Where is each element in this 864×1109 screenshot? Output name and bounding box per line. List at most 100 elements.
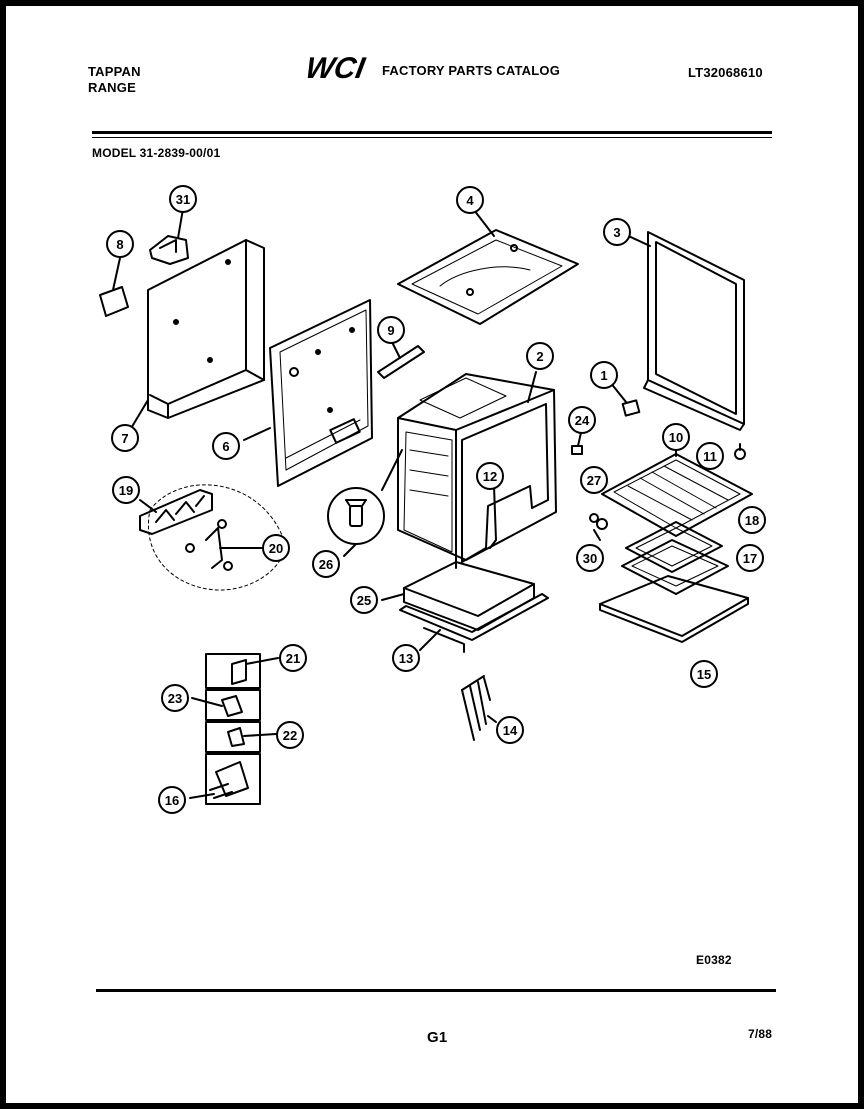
part-2-oven-body [397, 371, 557, 569]
part-13-rail [399, 593, 549, 653]
part-6-back-panel [243, 299, 373, 487]
callout-number: 31 [176, 192, 190, 207]
callout-31: 31 [169, 185, 197, 213]
part-26-detail [327, 449, 403, 557]
callout-circle [106, 230, 134, 258]
part-19-20-detail [139, 484, 286, 591]
callout-12: 12 [476, 462, 504, 490]
callout-7: 7 [111, 424, 139, 452]
callout-number: 20 [269, 541, 283, 556]
callout-number: 1 [600, 368, 607, 383]
callout-number: 2 [536, 349, 543, 364]
header-rule-thin [92, 137, 772, 138]
part-1-clip [609, 381, 641, 417]
callout-circle [526, 342, 554, 370]
callout-number: 26 [319, 557, 333, 572]
callout-25: 25 [350, 586, 378, 614]
callout-number: 7 [121, 431, 128, 446]
catalog-title: FACTORY PARTS CATALOG [382, 63, 561, 78]
callout-4: 4 [456, 186, 484, 214]
callout-8: 8 [106, 230, 134, 258]
callout-number: 6 [222, 439, 229, 454]
callout-20: 20 [262, 534, 290, 562]
callout-circle [580, 466, 608, 494]
catalog-number: LT32068610 [688, 65, 763, 80]
callout-circle [377, 316, 405, 344]
callout-circle [476, 462, 504, 490]
callout-circle [576, 544, 604, 572]
part-8-plate [99, 257, 129, 317]
callout-number: 23 [168, 691, 182, 706]
part-9-strip [377, 341, 425, 379]
callout-11: 11 [696, 442, 724, 470]
callout-circle [662, 423, 690, 451]
callout-16: 16 [158, 786, 186, 814]
callout-17: 17 [736, 544, 764, 572]
part-7-side-panel [129, 239, 265, 431]
callout-circle [262, 534, 290, 562]
callout-number: 11 [703, 449, 717, 464]
callout-23: 23 [161, 684, 189, 712]
callout-number: 14 [503, 723, 518, 738]
brand-name: TAPPAN [88, 64, 141, 79]
callout-1: 1 [590, 361, 618, 389]
callout-number: 25 [357, 593, 371, 608]
callout-number: 22 [283, 728, 297, 743]
callout-circle [690, 660, 718, 688]
callout-circle [590, 361, 618, 389]
callout-circle [111, 424, 139, 452]
callout-circle [603, 218, 631, 246]
logo-text: WCI [303, 52, 368, 85]
callout-10: 10 [662, 423, 690, 451]
page-label: G1 [427, 1029, 448, 1046]
model-number: MODEL 31-2839-00/01 [92, 146, 221, 160]
header-rule-thick [92, 131, 772, 134]
callout-number: 15 [697, 667, 711, 682]
part-4-cooktop [397, 209, 579, 325]
callout-circle [161, 684, 189, 712]
part-15-panel [599, 575, 749, 643]
figure-code: E0382 [696, 953, 732, 967]
callout-circle [456, 186, 484, 214]
callout-circle [312, 550, 340, 578]
callout-number: 21 [286, 651, 300, 666]
callout-circle [112, 476, 140, 504]
part-17-pan [621, 539, 729, 595]
callout-number: 13 [399, 651, 413, 666]
callout-number: 4 [466, 193, 474, 208]
callout-14: 14 [496, 716, 524, 744]
callout-number: 17 [743, 551, 757, 566]
callout-circle [392, 644, 420, 672]
callout-13: 13 [392, 644, 420, 672]
callout-circle [212, 432, 240, 460]
part-18-pan-insert [625, 521, 723, 573]
callout-circle [496, 716, 524, 744]
part-14-wire-harness [461, 675, 497, 741]
callout-number: 18 [745, 513, 759, 528]
callout-number: 8 [116, 237, 123, 252]
part-31-bracket [149, 208, 189, 265]
callout-circle [568, 406, 596, 434]
callout-number: 10 [669, 430, 683, 445]
callout-19: 19 [112, 476, 140, 504]
callout-circle [736, 544, 764, 572]
callout-circle [696, 442, 724, 470]
callout-circle [279, 644, 307, 672]
callout-27: 27 [580, 466, 608, 494]
callout-number: 12 [483, 469, 497, 484]
callout-number: 19 [119, 483, 133, 498]
part-11-screw [734, 443, 746, 460]
callout-number: 30 [583, 551, 597, 566]
callout-22: 22 [276, 721, 304, 749]
part-25-drawer [381, 561, 535, 631]
callout-30: 30 [576, 544, 604, 572]
callout-18: 18 [738, 506, 766, 534]
callout-circle [169, 185, 197, 213]
callout-3: 3 [603, 218, 631, 246]
callout-number: 27 [587, 473, 601, 488]
footer-rule [96, 989, 776, 992]
callout-circle [158, 786, 186, 814]
callout-number: 16 [165, 793, 179, 808]
callout-number: 24 [575, 413, 590, 428]
